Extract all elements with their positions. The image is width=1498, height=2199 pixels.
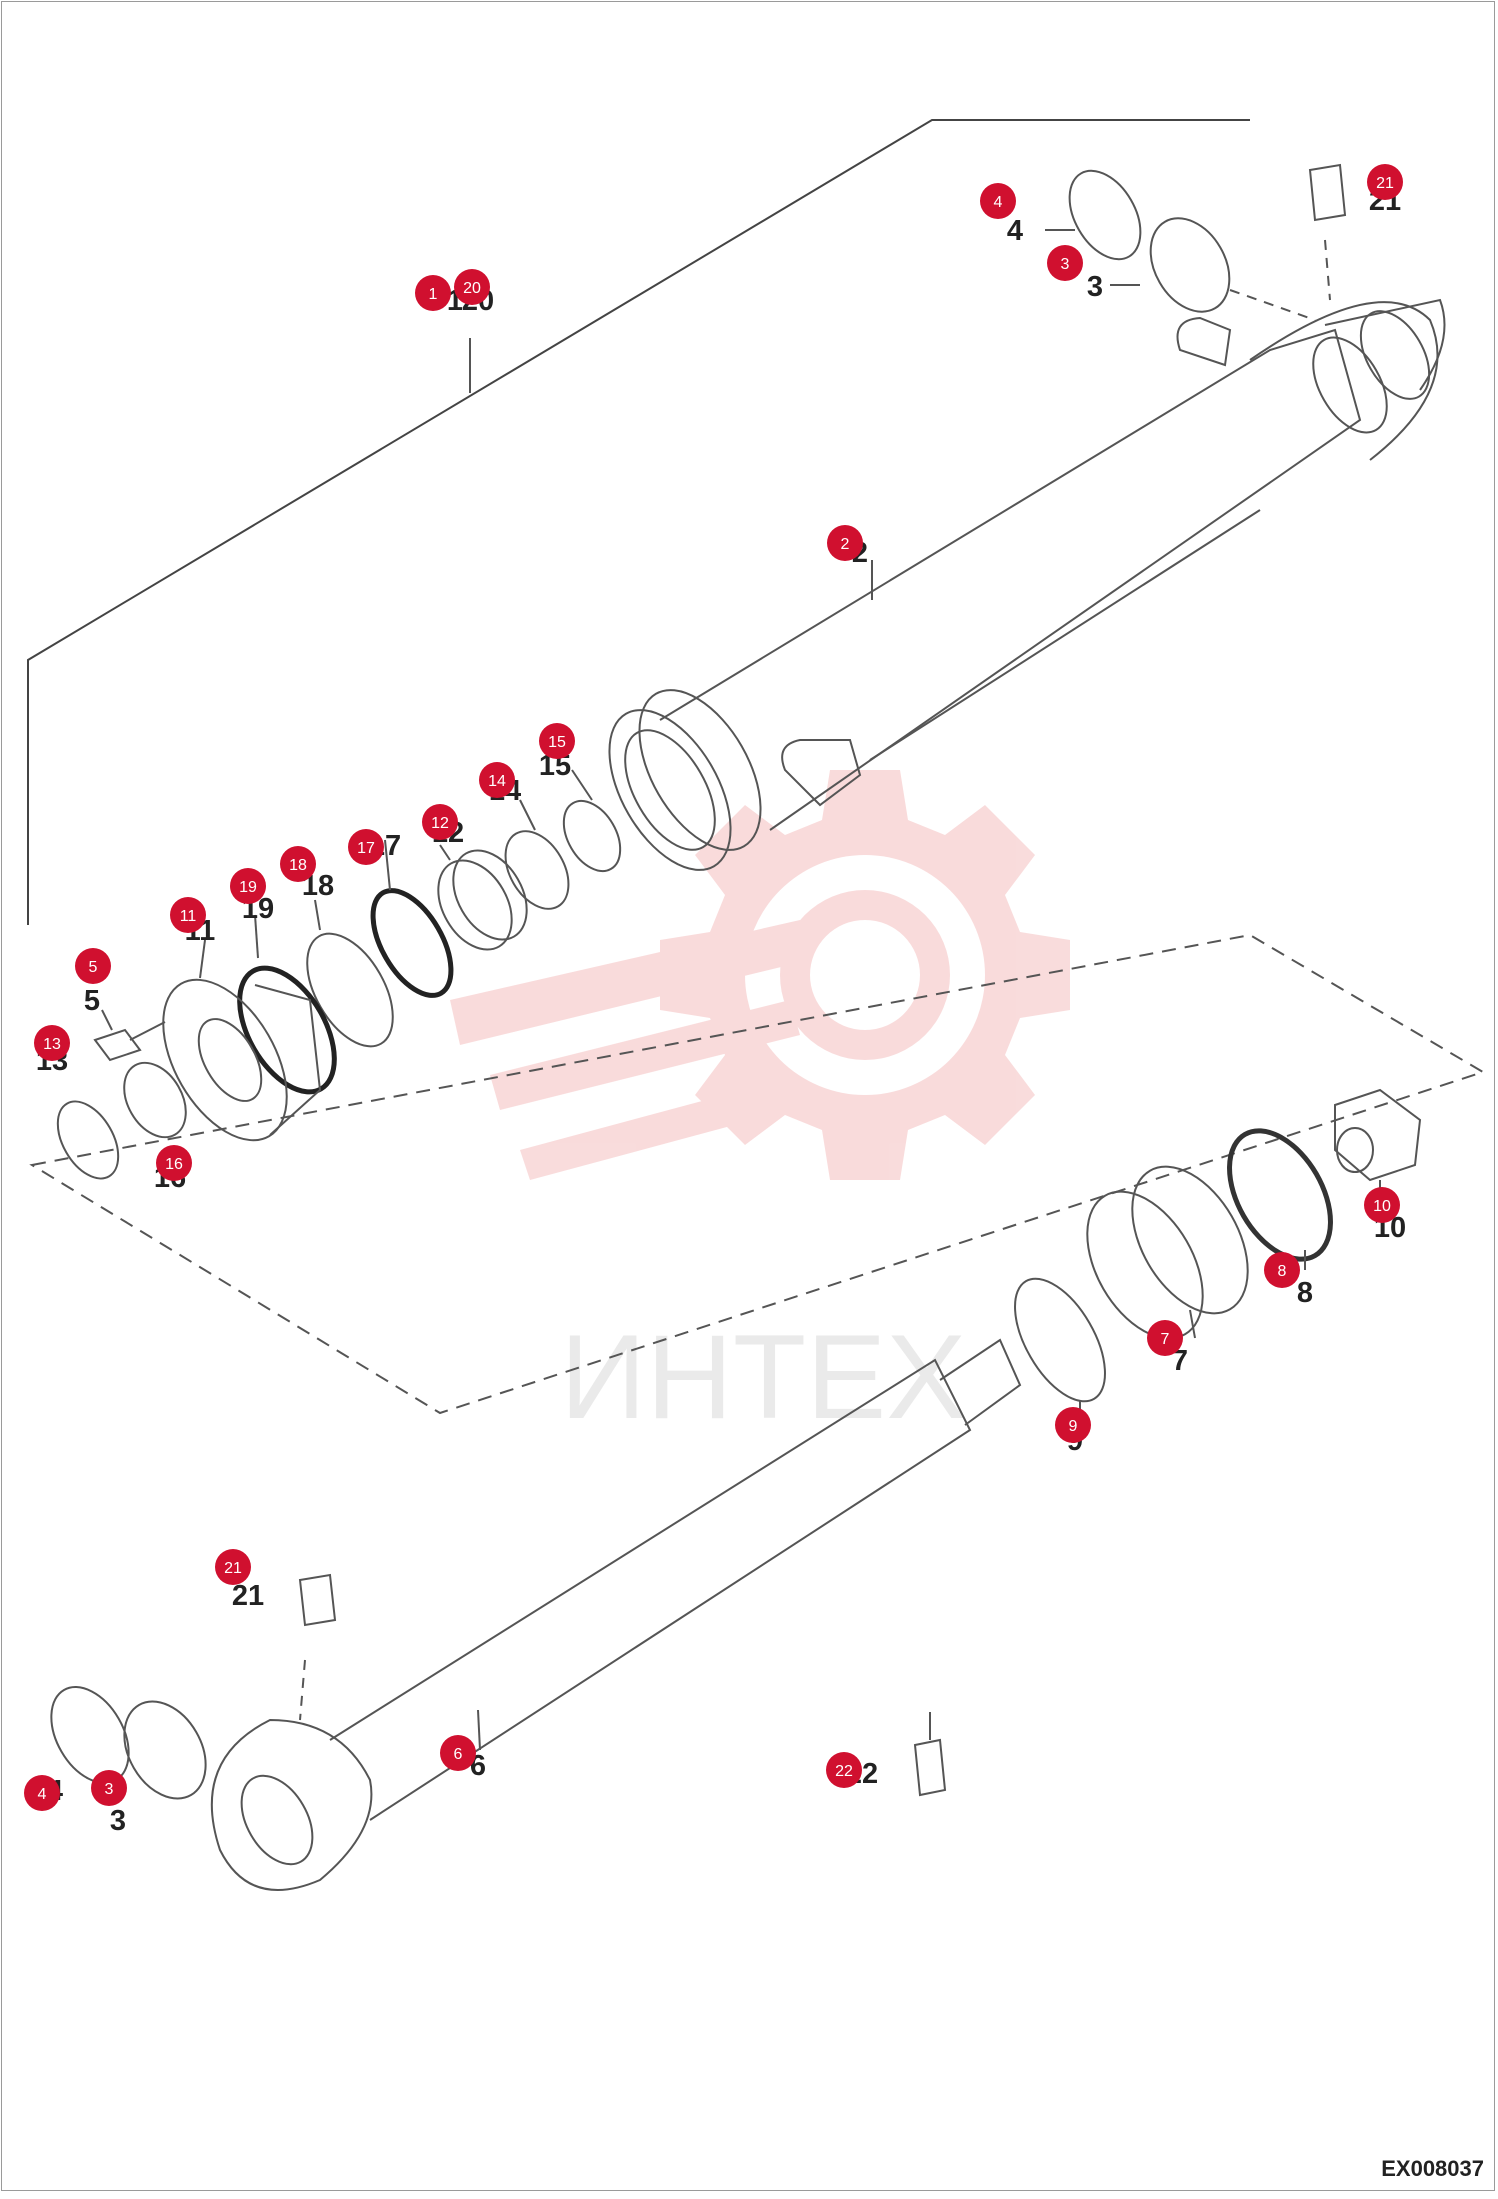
callout-badge-label-11: 11 [180, 908, 197, 925]
callout-badge-label-3a: 3 [1061, 256, 1070, 273]
rod-cover-11 [162, 978, 322, 1142]
callout-badge-11[interactable] [170, 897, 206, 933]
callout-badge-21a[interactable] [1367, 164, 1403, 200]
callout-badge-label-19: 19 [239, 879, 257, 896]
part-number-5: 5 [84, 985, 100, 1017]
callout-badge-6[interactable] [440, 1735, 476, 1771]
callout-badge-3a[interactable] [1047, 245, 1083, 281]
callout-badge-label-21a: 21 [1376, 175, 1394, 192]
part-number-3a: 3 [1087, 271, 1103, 303]
callout-badge-14[interactable] [479, 762, 515, 798]
callout-badge-label-9: 9 [1069, 1418, 1078, 1435]
callout-badge-label-15: 15 [548, 734, 566, 751]
piston-7 [1086, 1165, 1249, 1340]
callout-badge-label-21b: 21 [224, 1560, 242, 1577]
callout-badge-18[interactable] [280, 846, 316, 882]
callout-badge-label-6: 6 [454, 1746, 463, 1763]
callout-badge-21b[interactable] [215, 1549, 251, 1585]
callout-badge-9[interactable] [1055, 1407, 1091, 1443]
callout-badge-label-4a: 4 [994, 194, 1003, 211]
assembly-bracket [27, 119, 1250, 925]
callout-badge-10[interactable] [1364, 1187, 1400, 1223]
grease-fitting-21-lower [298, 1573, 337, 1721]
tube-flange [608, 689, 762, 871]
part-number-3b: 3 [110, 1805, 126, 1837]
bushing-3-lower [123, 1700, 207, 1800]
callout-badge-2[interactable] [827, 525, 863, 561]
piston-rod-6 [210, 1338, 1022, 1891]
part-number-8: 8 [1297, 1277, 1313, 1309]
part-number-7: 7 [1172, 1345, 1188, 1377]
ring-12 [437, 859, 513, 951]
seal-8 [1227, 1128, 1333, 1262]
nut-10 [1334, 1088, 1422, 1182]
ring-16 [123, 1061, 187, 1139]
watermark-logo: ИНТЕХ [450, 770, 1070, 1444]
ring-14 [504, 830, 570, 910]
callout-badge-label-3b: 3 [105, 1781, 114, 1798]
backup-ring-18 [306, 932, 394, 1048]
callout-badge-1[interactable] [415, 275, 451, 311]
callout-badge-label-16: 16 [165, 1156, 183, 1173]
callout-badge-22[interactable] [826, 1752, 862, 1788]
o-ring-9 [1014, 1277, 1106, 1403]
callout-badge-label-5: 5 [89, 959, 98, 976]
callout-badge-label-1: 1 [429, 286, 438, 303]
callout-badge-label-7: 7 [1161, 1331, 1170, 1348]
grease-fitting-21-upper [1229, 163, 1347, 321]
callout-badge-16[interactable] [156, 1145, 192, 1181]
callout-badge-17[interactable] [348, 829, 384, 865]
callout-badge-label-10: 10 [1373, 1198, 1391, 1215]
callout-badge-label-12: 12 [431, 815, 449, 832]
o-ring-19 [237, 965, 337, 1095]
callout-badge-label-20: 20 [463, 280, 481, 297]
part-number-21b: 21 [232, 1580, 264, 1612]
part-number-4a: 4 [1007, 215, 1023, 247]
callout-badge-label-14: 14 [488, 773, 506, 790]
callout-badge-label-22: 22 [835, 1763, 853, 1780]
bushing-3-upper [1149, 217, 1231, 313]
seal-kit-group-box [29, 933, 1486, 1415]
callout-badge-4b[interactable] [24, 1775, 60, 1811]
ring-15 [562, 799, 622, 873]
callout-badge-20[interactable] [454, 269, 490, 305]
callout-badge-19[interactable] [230, 868, 266, 904]
callout-badge-12[interactable] [422, 804, 458, 840]
callout-badge-7[interactable] [1147, 1320, 1183, 1356]
callout-badge-label-13: 13 [43, 1036, 61, 1053]
ring-4-upper [1068, 169, 1142, 261]
callout-badge-13[interactable] [34, 1025, 70, 1061]
callout-badge-5[interactable] [75, 948, 111, 984]
drawing-code: EX008037 [1381, 2156, 1484, 2181]
callout-badge-4a[interactable] [980, 183, 1016, 219]
watermark-text: ИНТЕХ [560, 1310, 966, 1444]
callout-badge-label-4b: 4 [38, 1786, 47, 1803]
leader-lines [101, 229, 1381, 1751]
callout-group: 1120202244332121151514141212171718181919… [24, 164, 1406, 1837]
ring-13 [56, 1100, 120, 1180]
cylinder-tube [659, 298, 1446, 831]
callout-badge-label-18: 18 [289, 857, 307, 874]
callout-badge-label-17: 17 [357, 840, 375, 857]
o-ring-17 [370, 888, 454, 998]
callout-badge-label-8: 8 [1278, 1263, 1287, 1280]
callout-badge-3b[interactable] [91, 1770, 127, 1806]
callout-badge-label-2: 2 [841, 536, 850, 553]
bolt-5 [93, 1021, 166, 1062]
callout-badge-8[interactable] [1264, 1252, 1300, 1288]
grease-cartridge-22 [913, 1712, 947, 1797]
callout-badge-15[interactable] [539, 723, 575, 759]
